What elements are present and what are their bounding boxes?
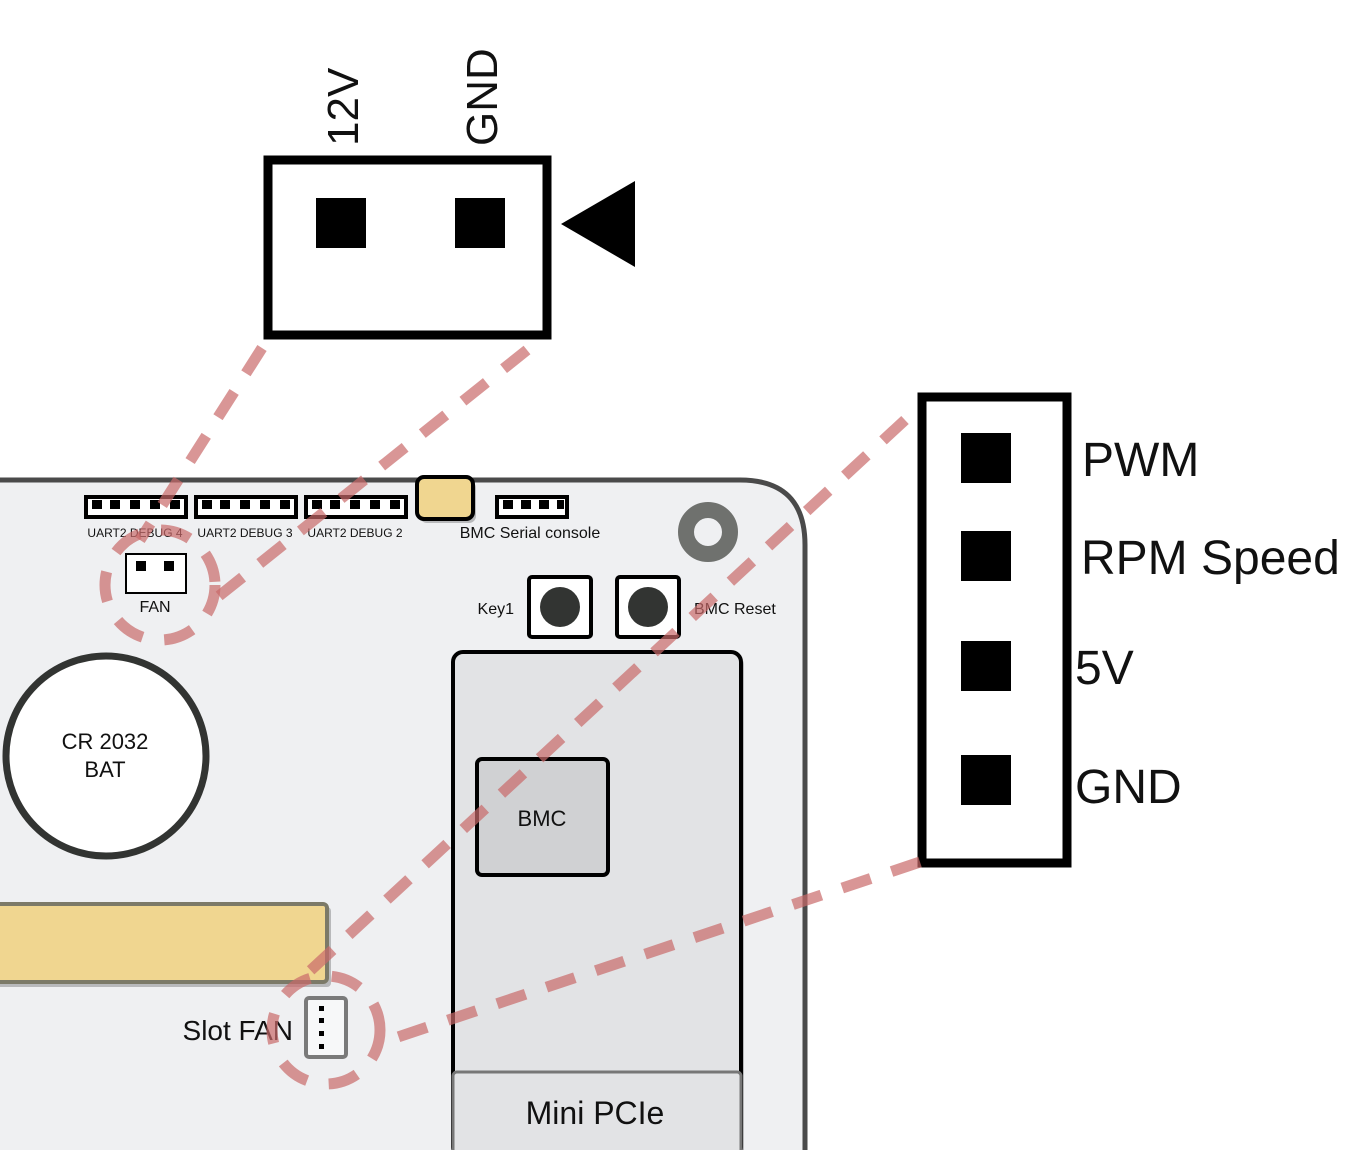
pin-label-rpm-speed: RPM Speed (1081, 532, 1340, 585)
battery-label-line1: CR 2032 (62, 729, 149, 754)
mini-pcie-label: Mini PCIe (526, 1095, 665, 1131)
yellow-slot (0, 902, 329, 984)
pin-label-gnd-4pin: GND (1075, 761, 1182, 814)
key1-button[interactable] (527, 575, 593, 639)
mount-hole-icon (678, 502, 738, 562)
pin-label-5v: 5V (1075, 642, 1134, 695)
fan-header (125, 553, 187, 594)
fan-header-highlight-circle (99, 524, 221, 646)
bmc-reset-label: BMC Reset (694, 601, 776, 618)
leader-slot-fan-bottom (378, 856, 922, 1049)
pin-label-pwm: PWM (1082, 434, 1199, 487)
leader-slot-fan-top (294, 415, 909, 987)
slot-fan-header (304, 996, 348, 1059)
mini-pcie-module: Mini PCIe (451, 650, 744, 1150)
slot-fan-connector-4pin-detail: PWM RPM Speed 5V GND (917, 392, 1340, 868)
pin1-marker-triangle-icon (561, 181, 635, 267)
slot-fan-highlight-circle (266, 970, 386, 1090)
pin-rpm (961, 531, 1011, 581)
pin-gnd (455, 198, 505, 248)
pin-label-gnd: GND (458, 48, 507, 146)
uart-debug-2-label: UART2 DEBUG 2 (307, 526, 402, 540)
fan-connector-2pin-detail: 12V GND (263, 48, 635, 340)
battery-label-line2: BAT (84, 757, 125, 782)
key1-label: Key1 (478, 601, 515, 618)
fan-header-label: FAN (139, 599, 170, 616)
pin-pwm (961, 433, 1011, 483)
yellow-connector (415, 475, 475, 521)
bmc-serial-console-header (495, 495, 569, 519)
bmc-serial-console-label: BMC Serial console (460, 525, 601, 542)
uart-header-3 (194, 495, 298, 519)
battery-cr2032: CR 2032 BAT (2, 652, 210, 860)
pin-12v (316, 198, 366, 248)
uart-header-2 (304, 495, 408, 519)
bmc-chip-label: BMC (518, 806, 567, 831)
leader-lines (99, 345, 922, 1090)
bmc-chip: BMC (475, 757, 610, 877)
leader-fan-left (135, 345, 267, 543)
pin-gnd-4pin (961, 755, 1011, 805)
pin-label-12v: 12V (319, 67, 368, 146)
bmc-reset-button[interactable] (615, 575, 681, 639)
pin-5v (961, 641, 1011, 691)
leader-fan-right (210, 345, 531, 605)
uart-debug-3-label: UART2 DEBUG 3 (197, 526, 292, 540)
board: UART2 DEBUG 4 UART2 DEBUG 3 UART2 DEBUG … (0, 475, 808, 1150)
